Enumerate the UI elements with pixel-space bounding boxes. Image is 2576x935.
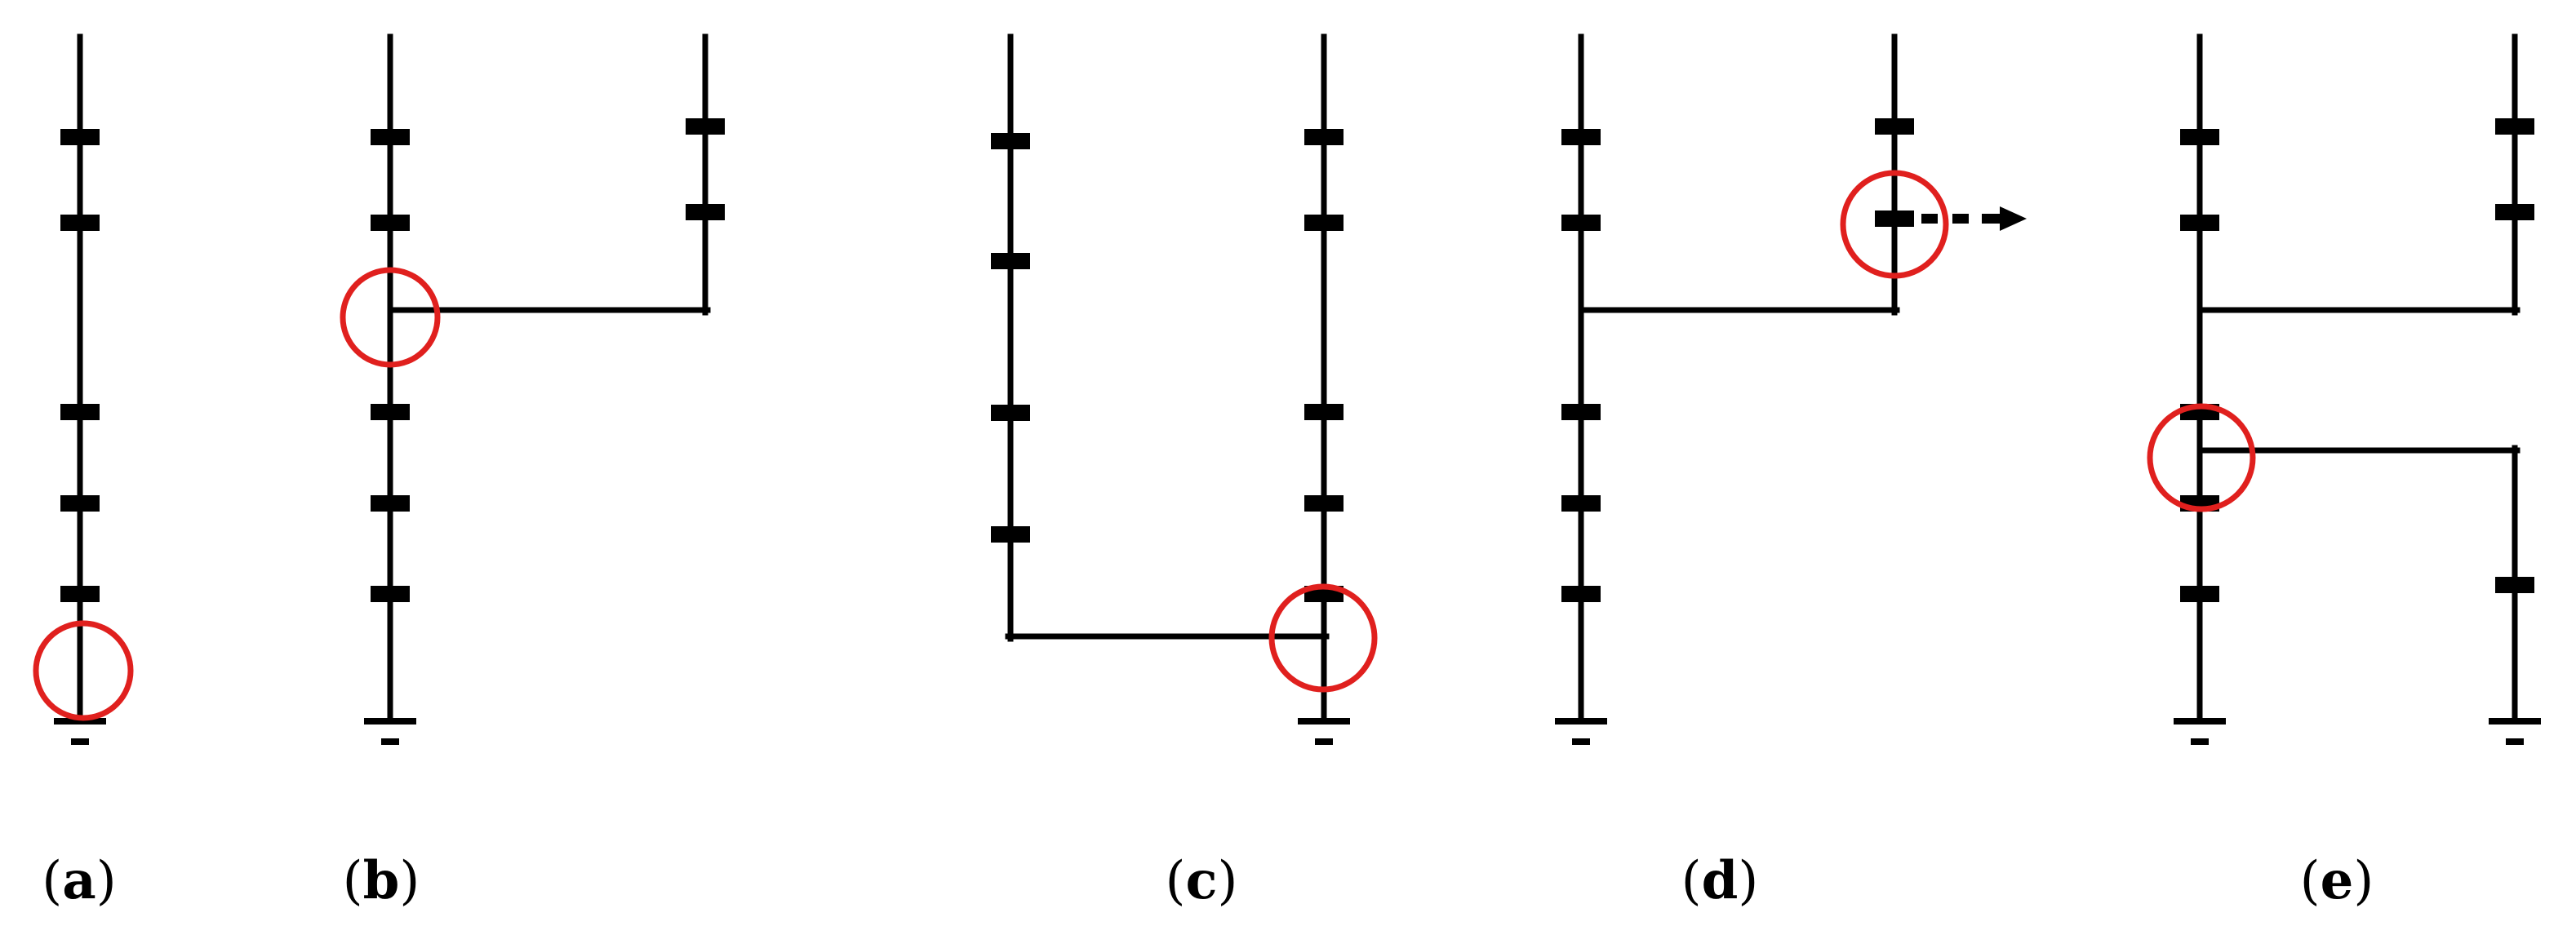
switch-tick-icon [1561, 586, 1601, 602]
fault-location-marker [1840, 170, 1949, 279]
panel-caption-b: (b) [343, 849, 420, 914]
fault-location-marker [1268, 583, 1378, 693]
panel-caption-e: (e) [2300, 849, 2374, 914]
caption-paren: ( [1681, 851, 1702, 911]
caption-letter: d [1701, 850, 1739, 911]
switch-tick-icon [1304, 129, 1344, 145]
fault-location-marker [340, 267, 441, 368]
panel-a [33, 33, 134, 745]
switch-tick-icon [60, 404, 100, 420]
caption-paren: ) [1738, 851, 1759, 911]
caption-letter: c [1185, 850, 1218, 911]
switch-tick-icon [371, 495, 410, 512]
switch-tick-icon [371, 215, 410, 231]
switch-tick-icon [1561, 495, 1601, 512]
caption-paren: ) [2353, 851, 2374, 911]
fault-location-marker [33, 620, 134, 721]
switch-tick-icon [1304, 215, 1344, 231]
caption-paren: ( [342, 851, 363, 911]
panel-b [340, 33, 725, 745]
switch-tick-icon [991, 253, 1030, 269]
switch-tick-icon [2495, 204, 2534, 220]
panel-caption-d: (d) [1681, 849, 1759, 914]
ground-symbol-icon [364, 718, 416, 745]
panel-e [2147, 33, 2541, 745]
switch-tick-icon [2495, 577, 2534, 593]
ground-symbol-icon [2489, 718, 2541, 745]
caption-letter: e [2320, 850, 2354, 911]
caption-paren: ) [399, 851, 420, 911]
switch-tick-icon [991, 405, 1030, 421]
switch-tick-icon [1561, 404, 1601, 420]
panel-c [991, 33, 1378, 745]
panel-caption-a: (a) [42, 849, 116, 914]
switch-tick-icon [1875, 210, 1914, 227]
panel-d [1555, 33, 2027, 745]
dashed-arrow-icon [1921, 206, 2027, 231]
switch-tick-icon [2180, 215, 2219, 231]
switch-tick-icon [60, 586, 100, 602]
switch-tick-icon [2180, 586, 2219, 602]
switch-tick-icon [1561, 215, 1601, 231]
switch-tick-icon [371, 129, 410, 145]
caption-paren: ( [42, 851, 63, 911]
switch-tick-icon [371, 404, 410, 420]
switch-tick-icon [1304, 404, 1344, 420]
panel-caption-c: (c) [1166, 849, 1238, 914]
switch-tick-icon [60, 129, 100, 145]
switch-tick-icon [1561, 129, 1601, 145]
switch-tick-icon [2495, 118, 2534, 135]
fault-location-marker [2147, 403, 2256, 512]
caption-paren: ) [95, 851, 117, 911]
switch-tick-icon [60, 215, 100, 231]
switch-tick-icon [1875, 118, 1914, 135]
ground-symbol-icon [2174, 718, 2226, 745]
switch-tick-icon [686, 118, 725, 135]
switch-tick-icon [371, 586, 410, 602]
ground-symbol-icon [54, 718, 106, 745]
switch-tick-icon [60, 495, 100, 512]
switch-tick-icon [1304, 495, 1344, 512]
caption-letter: a [62, 850, 96, 911]
switch-tick-icon [991, 526, 1030, 543]
switch-tick-icon [686, 204, 725, 220]
caption-paren: ) [1217, 851, 1238, 911]
caption-paren: ( [1165, 851, 1186, 911]
switch-tick-icon [991, 133, 1030, 149]
caption-letter: b [362, 850, 400, 911]
ground-symbol-icon [1555, 718, 1607, 745]
ground-symbol-icon [1298, 718, 1350, 745]
switch-tick-icon [2180, 129, 2219, 145]
caption-paren: ( [2299, 851, 2321, 911]
